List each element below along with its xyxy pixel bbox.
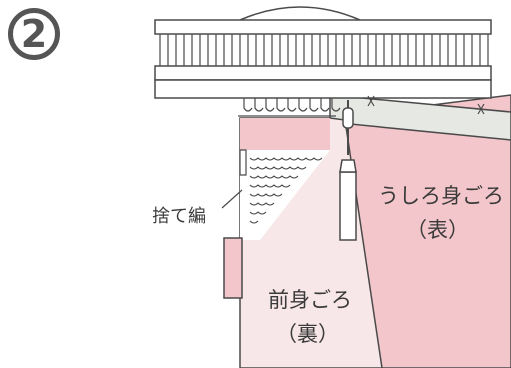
needle-bed-teeth [159, 34, 489, 66]
back-body-label: うしろ身ごろ [378, 184, 504, 208]
back-body-side-label: （表） [406, 218, 469, 242]
hook-weight-top [339, 159, 357, 173]
sinker-bar [154, 79, 492, 99]
waste-yarn-scallops [249, 157, 323, 224]
front-body-side-tab [223, 237, 243, 299]
carriage-dome [239, 6, 361, 21]
waste-yarn-label: 捨て編 [152, 206, 206, 227]
yarn-mark-1 [367, 95, 375, 107]
hook-weight [339, 171, 357, 241]
hook-clip [342, 107, 354, 129]
needle-bed-bottom-bar [154, 65, 492, 81]
hooked-stitches [238, 98, 341, 117]
waste-yarn-area [240, 150, 330, 240]
waste-yarn-leader [221, 189, 243, 209]
yarn-mark-2 [477, 103, 485, 115]
front-body-side-label: （裏） [276, 322, 339, 346]
front-body-label: 前身ごろ [268, 288, 352, 312]
needle-bed-top-bar [154, 19, 492, 35]
step-number-badge: 2 [8, 8, 60, 60]
back-body-top-strip [329, 94, 511, 141]
edge-clip [239, 149, 247, 176]
front-body-top-band [240, 118, 330, 150]
